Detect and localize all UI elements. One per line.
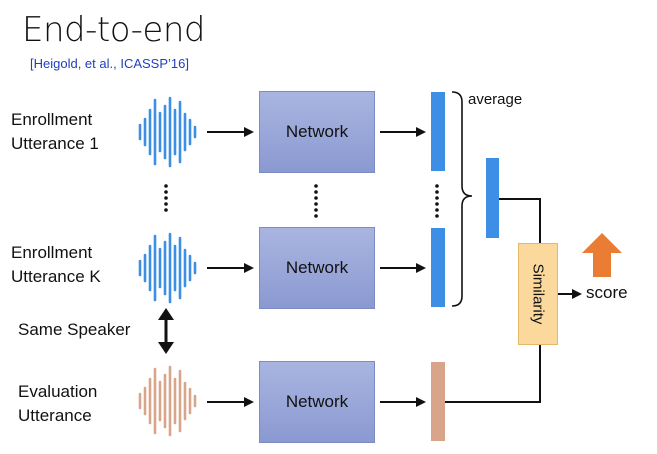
enrollment-embedding-1	[431, 92, 445, 171]
up-arrow-icon	[582, 233, 622, 277]
label-line: Enrollment	[11, 243, 93, 262]
label-line: Utterance K	[11, 267, 101, 286]
evaluation-embedding	[431, 362, 445, 441]
network-label: Network	[285, 392, 349, 411]
network-label: Network	[285, 258, 349, 277]
enrollment-utterance-1-label: Enrollment Utterance 1	[11, 108, 99, 156]
network-box-evaluation: Network	[259, 361, 375, 443]
ellipsis-network	[314, 184, 318, 218]
network-label: Network	[285, 122, 349, 141]
enrollment-utterance-k-label: Enrollment Utterance K	[11, 241, 101, 289]
average-brace	[451, 91, 473, 307]
evaluation-utterance-label: Evaluation Utterance	[18, 380, 97, 428]
double-arrow-icon	[158, 308, 174, 354]
label-line: Utterance 1	[11, 134, 99, 153]
ellipsis-waveform	[164, 184, 168, 212]
citation: [Heigold, et al., ICASSP’16]	[30, 56, 189, 71]
enrollment-embedding-k	[431, 228, 445, 307]
connector-evaluation-to-similarity	[445, 345, 541, 403]
waveform-icon-evaluation	[138, 365, 197, 437]
network-box-k: Network	[259, 227, 375, 309]
same-speaker-label: Same Speaker	[18, 320, 131, 339]
connector-average-to-similarity	[499, 198, 541, 243]
ellipsis-embedding	[435, 184, 439, 218]
score-label: score	[586, 283, 628, 302]
waveform-icon-enrollment-1	[138, 96, 197, 168]
label-line: Evaluation	[18, 382, 98, 401]
similarity-box: Similarity	[518, 243, 558, 345]
averaged-embedding	[486, 158, 499, 238]
waveform-icon-enrollment-k	[138, 232, 197, 304]
slide-title: End-to-end	[22, 10, 205, 50]
label-line: Enrollment	[11, 110, 93, 129]
average-label: average	[468, 91, 523, 108]
label-line: Utterance	[18, 406, 92, 425]
network-box-1: Network	[259, 91, 375, 173]
